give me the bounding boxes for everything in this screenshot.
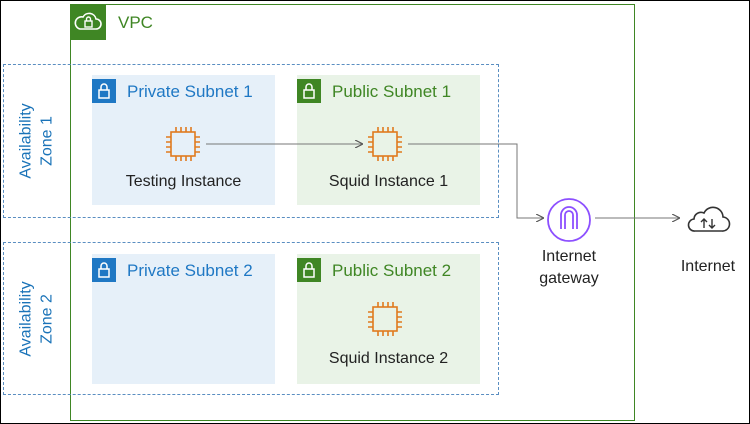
vpc-badge — [70, 4, 106, 40]
testing-instance-label: Testing Instance — [125, 173, 242, 190]
squid-instance-1-chip — [364, 123, 406, 165]
vpc-label: VPC — [118, 13, 153, 32]
private-subnet-1 — [92, 75, 275, 205]
chip-icon — [166, 127, 200, 161]
private-subnet-2-label: Private Subnet 2 — [127, 261, 253, 280]
public-subnet-2-badge — [297, 258, 321, 282]
cloud-arrows-icon — [687, 206, 731, 232]
testing-instance-chip — [162, 123, 204, 165]
chip-icon — [368, 127, 402, 161]
availability-zone-1 — [3, 64, 499, 218]
private-subnet-1-label: Private Subnet 1 — [127, 82, 253, 101]
lock-icon — [98, 83, 110, 99]
vpc-container — [70, 4, 635, 421]
internet-gateway-node — [546, 197, 592, 243]
cloud-lock-icon — [74, 12, 102, 30]
public-subnet-2 — [297, 254, 480, 384]
internet-label: Internet — [680, 258, 736, 275]
chip-icon — [368, 302, 402, 336]
availability-zone-2 — [3, 242, 499, 395]
internet-gateway-label: Internet gateway — [539, 248, 599, 287]
public-subnet-2-label: Public Subnet 2 — [332, 261, 452, 280]
private-subnet-1-badge — [92, 79, 116, 103]
private-subnet-2-badge — [92, 258, 116, 282]
public-subnet-1 — [297, 75, 480, 205]
public-subnet-1-label: Public Subnet 1 — [332, 82, 452, 101]
lock-icon — [303, 83, 315, 99]
squid-instance-1-label: Squid Instance 1 — [328, 173, 449, 190]
internet-node — [684, 201, 732, 237]
lock-icon — [98, 262, 110, 278]
internet-gateway-icon — [547, 198, 591, 242]
squid-instance-2-label: Squid Instance 2 — [328, 350, 449, 367]
lock-icon — [303, 262, 315, 278]
public-subnet-1-badge — [297, 79, 321, 103]
private-subnet-2 — [92, 254, 275, 384]
squid-to-gateway-arrow — [408, 143, 543, 218]
squid-instance-2-chip — [364, 298, 406, 340]
